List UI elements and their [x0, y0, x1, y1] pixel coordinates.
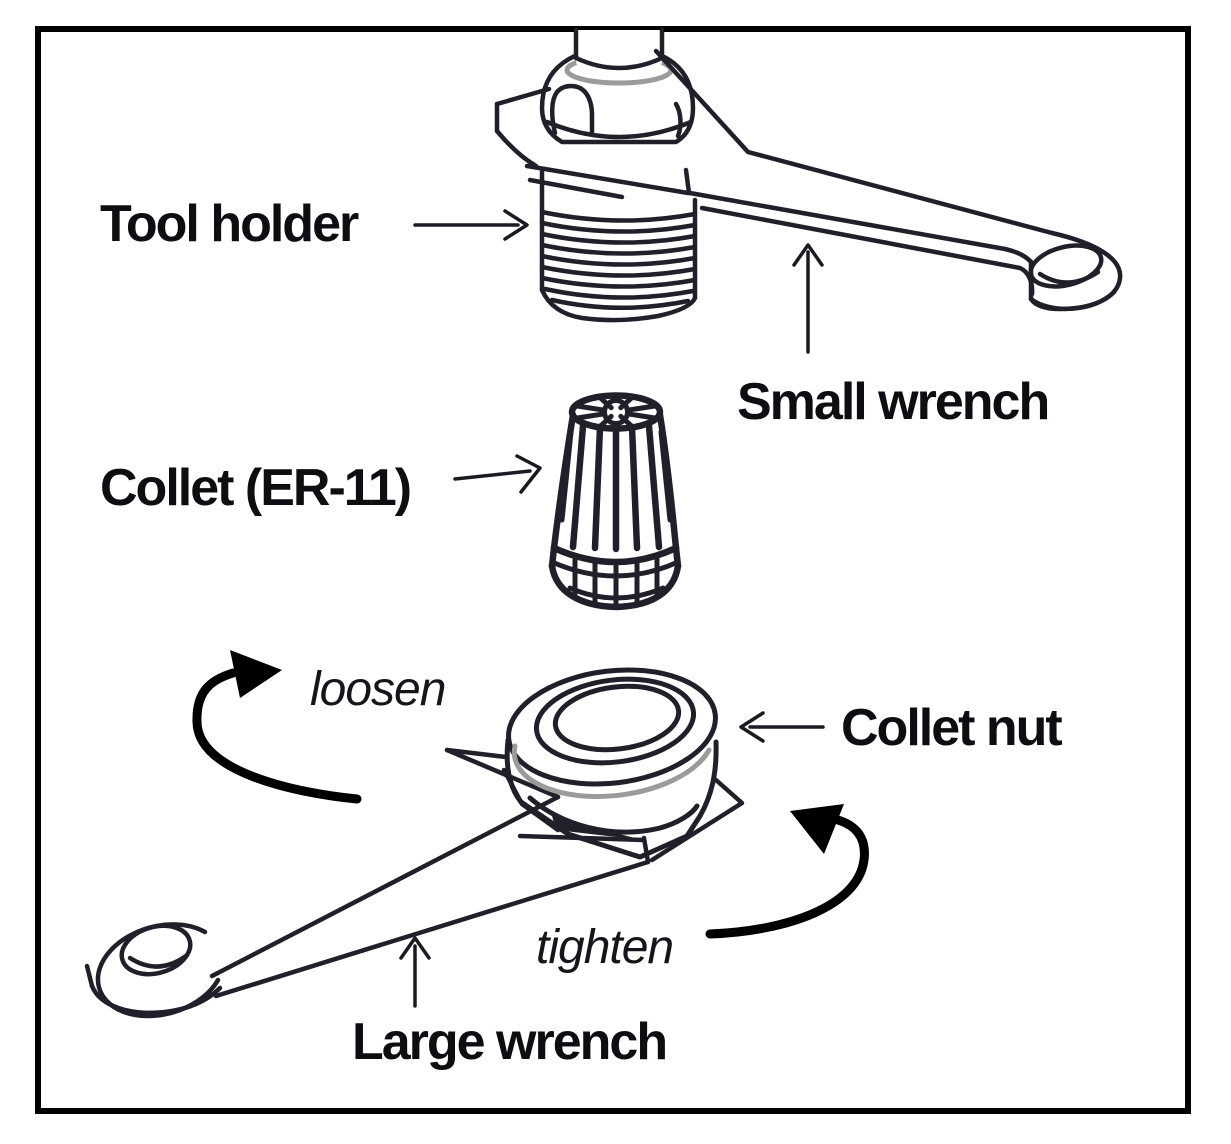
tool-holder-arrow	[413, 209, 529, 241]
large-wrench-label: Large wrench	[352, 1013, 668, 1071]
diagram-frame	[35, 26, 1191, 1114]
tool-holder-label: Tool holder	[100, 195, 359, 253]
collet-arrow	[453, 454, 542, 494]
small-wrench-drawing	[494, 48, 1123, 312]
tighten-arrow	[705, 804, 869, 939]
loosen-label: loosen	[310, 663, 446, 716]
tool-holder-drawing	[539, 27, 698, 323]
large-wrench-arrow	[399, 936, 431, 1008]
nut-accent-ring-bottom	[511, 743, 712, 799]
collet-nut-label: Collet nut	[841, 699, 1063, 757]
small-wrench-label: Small wrench	[737, 373, 1050, 431]
small-wrench-arrow	[792, 243, 824, 354]
collet-label: Collet (ER-11)	[100, 459, 412, 517]
collet-nut-arrow	[739, 711, 825, 743]
tighten-label: tighten	[536, 921, 674, 974]
collet-nut-drawing	[504, 667, 719, 860]
collet-drawing	[548, 392, 682, 611]
loosen-arrow	[192, 650, 362, 804]
